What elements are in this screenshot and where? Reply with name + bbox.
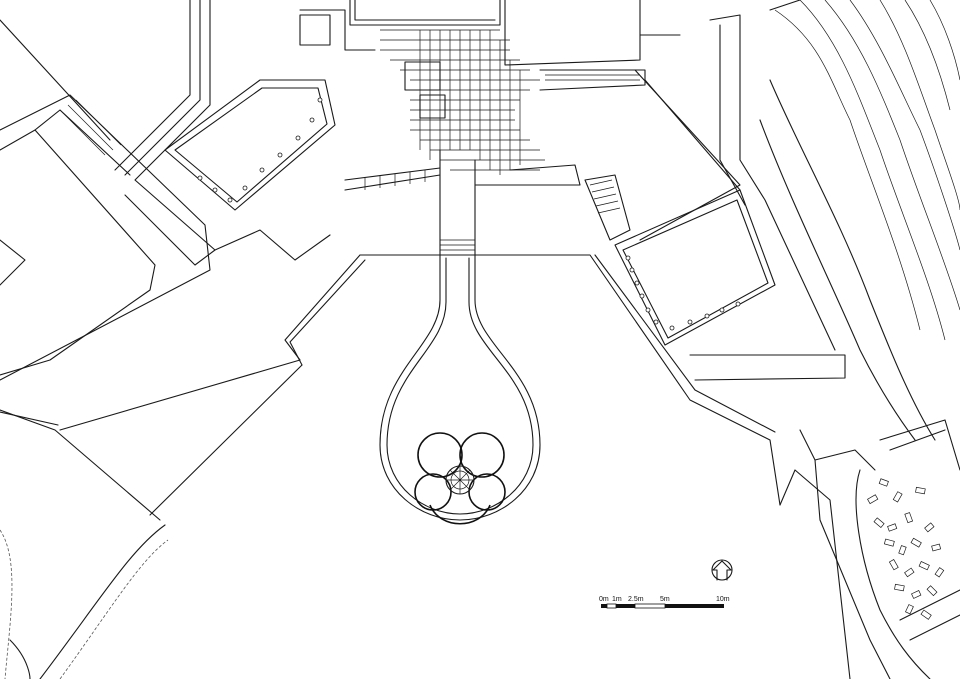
main-plaza bbox=[59, 254, 846, 516]
north-arrow-icon bbox=[711, 559, 733, 581]
left-building bbox=[0, 94, 211, 521]
contour-lines bbox=[759, 0, 960, 441]
scale-bar: 0m 1m 2.5m 5m 10m bbox=[599, 596, 730, 609]
left-courtyard-room bbox=[164, 79, 336, 211]
scale-segment bbox=[616, 604, 635, 608]
right-courtyard-room bbox=[584, 174, 776, 346]
stone-blocks bbox=[867, 478, 945, 620]
scale-label-2-5m: 2.5m bbox=[628, 596, 644, 603]
flower-platform bbox=[414, 432, 506, 525]
scale-segment bbox=[634, 603, 666, 609]
scale-label-1m: 1m bbox=[612, 596, 622, 603]
upper-right-structures bbox=[539, 0, 836, 351]
scale-label-5m: 5m bbox=[660, 596, 670, 603]
scale-segment bbox=[606, 603, 617, 609]
scale-segment bbox=[665, 604, 724, 608]
scale-label-10m: 10m bbox=[716, 596, 730, 603]
central-grid-steps bbox=[299, 0, 641, 256]
scale-label-0m: 0m bbox=[599, 596, 609, 603]
stone-garden bbox=[779, 419, 960, 679]
upper-left-walls bbox=[0, 0, 331, 266]
scale-segment bbox=[601, 604, 607, 608]
teardrop-pond bbox=[379, 254, 541, 521]
lower-left-path bbox=[0, 524, 169, 679]
